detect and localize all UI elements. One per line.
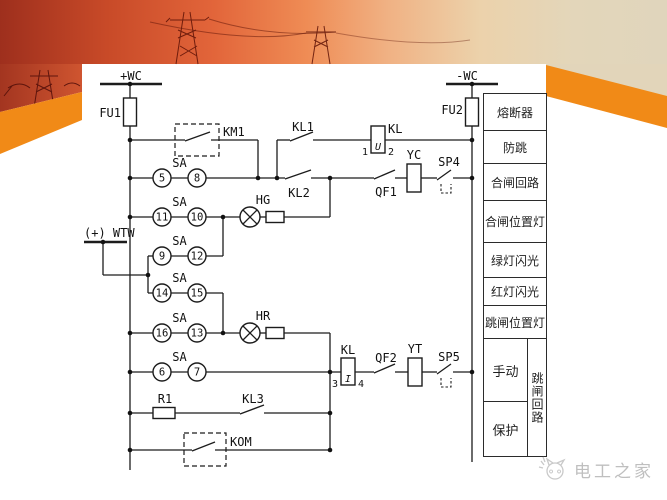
- legend-label: 红灯闪光: [490, 285, 539, 299]
- hg-series-resistor: [265, 210, 285, 224]
- sp4-socket: [440, 184, 452, 194]
- kl-voltage-coil-core: U: [375, 142, 382, 153]
- sa-label: SA: [172, 311, 187, 325]
- kl-terminal-1: 1: [362, 147, 368, 158]
- fuse-fu2-label: FU2: [441, 103, 463, 117]
- legend-label: 熔断器: [496, 105, 533, 120]
- legend-cell-manual: 手动: [484, 339, 527, 402]
- row-trip-position-lamp: 16 13 SA HR: [130, 309, 331, 450]
- kl-terminal-4: 4: [358, 379, 364, 390]
- sa-contact-7: 7: [194, 367, 200, 379]
- qf1-label: QF1: [375, 185, 397, 199]
- sa-label: SA: [172, 156, 187, 170]
- yt-label: YT: [408, 342, 422, 356]
- cat-logo-icon: [538, 456, 566, 480]
- sa-label: SA: [172, 271, 187, 285]
- yc-label: YC: [407, 148, 421, 162]
- legend-cell-trip-position-lamp: 跳闸位置灯: [484, 306, 546, 339]
- sa-contact-12: 12: [191, 251, 204, 263]
- sa-label: SA: [172, 195, 187, 209]
- legend-table: 熔断器 防跳 合闸回路 合闸位置灯 绿灯闪光 红灯闪光 跳闸位置灯 手动 保护 …: [483, 93, 547, 457]
- wtw-flash-bus: (+) WTW: [84, 226, 149, 293]
- sa-contact-8: 8: [194, 173, 200, 185]
- yt-trip-coil: [407, 357, 423, 387]
- legend-cell-red-flash: 红灯闪光: [484, 278, 546, 306]
- sa-contact-16: 16: [156, 328, 169, 340]
- row-green-flash: 9 12 SA: [148, 217, 224, 266]
- sp5-socket: [440, 378, 452, 388]
- hr-series-resistor: [265, 326, 285, 340]
- row-red-flash: 14 15 SA: [148, 271, 224, 333]
- kl2-label: KL2: [288, 186, 310, 200]
- legend-cell-closing-circuit: 合闸回路: [484, 164, 546, 201]
- row-trip-circuit: 6 7 SA I 3 4 KL QF2 YT SP5: [130, 342, 472, 390]
- km1-label: KM1: [223, 125, 245, 139]
- legend-label: 合闸位置灯: [484, 215, 545, 229]
- sunset-photo-left-column: [0, 64, 82, 112]
- kl1-label: KL1: [292, 120, 314, 134]
- watermark: 电工之家: [538, 455, 654, 483]
- orange-ribbon-left: [0, 92, 82, 154]
- legend-cell-protection: 保护: [484, 402, 527, 456]
- kl-current-coil-core: I: [345, 374, 351, 385]
- sa-label: SA: [172, 234, 187, 248]
- sa-contact-14: 14: [156, 288, 169, 300]
- legend-cell-green-flash: 绿灯闪光: [484, 243, 546, 278]
- sa-contact-13: 13: [191, 328, 204, 340]
- kl-bottom-label: KL: [341, 343, 355, 357]
- fuse-fu1-label: FU1: [99, 106, 121, 120]
- sa-contact-5: 5: [159, 173, 165, 185]
- sa-contact-15: 15: [191, 288, 204, 300]
- legend-label: 保护: [492, 422, 519, 438]
- kl-top-label: KL: [388, 122, 402, 136]
- hr-label: HR: [256, 309, 271, 323]
- power-pylon-icon: [149, 11, 471, 65]
- junction-dots: [100, 81, 475, 453]
- sa-contact-10: 10: [191, 212, 204, 224]
- kl-terminal-2: 2: [388, 147, 394, 158]
- legend-label: 防跳: [502, 140, 527, 155]
- sp4-label: SP4: [438, 155, 460, 169]
- legend-trip-group-left: 手动 保护: [484, 339, 528, 456]
- fuse-fu2: FU2: [441, 97, 480, 127]
- legend-label: 合闸回路: [490, 175, 539, 190]
- watermark-text: 电工之家: [574, 461, 654, 481]
- row-manual: R1 KL3: [130, 392, 330, 420]
- r1-resistor: [152, 406, 176, 420]
- legend-trip-group: 手动 保护 跳闸回路: [484, 339, 546, 456]
- legend-cell-trip-circuit: 跳闸回路: [530, 371, 544, 424]
- legend-label: 跳闸位置灯: [484, 315, 545, 330]
- sa-contact-11: 11: [156, 212, 169, 224]
- sa-contact-6: 6: [159, 367, 165, 379]
- sa-label: SA: [172, 350, 187, 364]
- row-protection: KOM: [130, 432, 330, 467]
- bus-positive-label: +WC: [120, 69, 142, 83]
- dc-bus-negative: -WC: [446, 69, 498, 462]
- sa-contact-9: 9: [159, 251, 165, 263]
- sp5-label: SP5: [438, 350, 460, 364]
- yc-closing-coil: [406, 163, 422, 193]
- power-pylon-left-icon: [3, 69, 81, 109]
- bus-negative-label: -WC: [456, 69, 478, 83]
- legend-label: 手动: [492, 363, 519, 379]
- kl3-label: KL3: [242, 392, 264, 406]
- kom-label: KOM: [230, 435, 252, 449]
- row-closing-position-lamp: 11 10 SA HG: [130, 178, 331, 228]
- fuse-fu1: FU1: [99, 97, 138, 127]
- row-closing-circuit: 5 8 SA KL2 QF1 YC SP4: [130, 148, 472, 200]
- qf2-label: QF2: [375, 351, 397, 365]
- km1-contact-box: [174, 123, 220, 157]
- kl-terminal-3: 3: [332, 379, 338, 390]
- r1-label: R1: [158, 392, 172, 406]
- legend-cell-anti-pumping: 防跳: [484, 131, 546, 164]
- orange-ribbon-right: [546, 65, 667, 128]
- row-anti-pumping: KM1 KL1 U 1 2 KL: [130, 120, 472, 178]
- wtw-label: (+) WTW: [84, 226, 135, 240]
- legend-cell-fuse: 熔断器: [484, 94, 546, 131]
- legend-label: 绿灯闪光: [490, 253, 539, 268]
- kom-contact-box: [183, 432, 227, 467]
- hg-label: HG: [256, 193, 270, 207]
- legend-cell-closing-position-lamp: 合闸位置灯: [484, 201, 546, 243]
